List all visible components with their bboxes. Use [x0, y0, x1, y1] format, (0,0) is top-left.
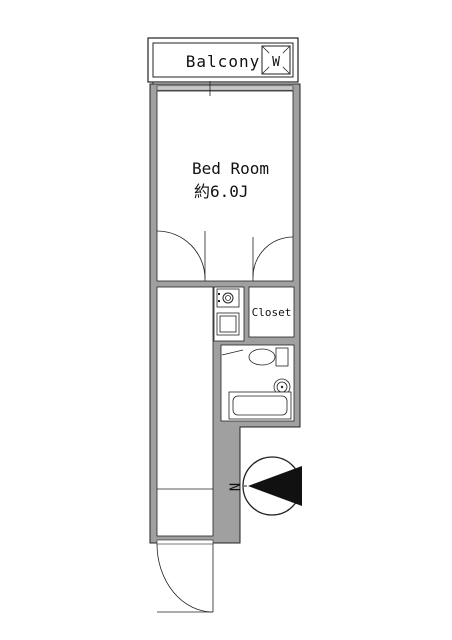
washer-icon: W [261, 45, 291, 75]
stove-icon [216, 288, 240, 308]
entrance-door [156, 539, 214, 613]
balcony-label: Balcony [186, 52, 260, 71]
washer-mark: W [272, 55, 280, 70]
bedroom-size: 約6.0J [194, 182, 249, 201]
closet-label: Closet [252, 306, 292, 319]
bathtub-icon [228, 391, 292, 420]
toilet-icon [248, 347, 289, 367]
sink-icon [216, 312, 240, 336]
bathroom-door [221, 349, 244, 356]
closet-floor [248, 286, 295, 338]
wash-basin-icon [273, 378, 291, 396]
hallway-floor [156, 286, 214, 537]
bedroom-label: Bed Room [192, 159, 269, 178]
balcony: Balcony W [147, 37, 299, 86]
door-swing-icon [252, 236, 294, 281]
bedroom-floor [156, 90, 294, 282]
door-swing-icon [156, 230, 206, 281]
window-sliding [156, 81, 294, 96]
compass-icon: N [228, 456, 302, 516]
compass-north-label: N [228, 483, 244, 491]
